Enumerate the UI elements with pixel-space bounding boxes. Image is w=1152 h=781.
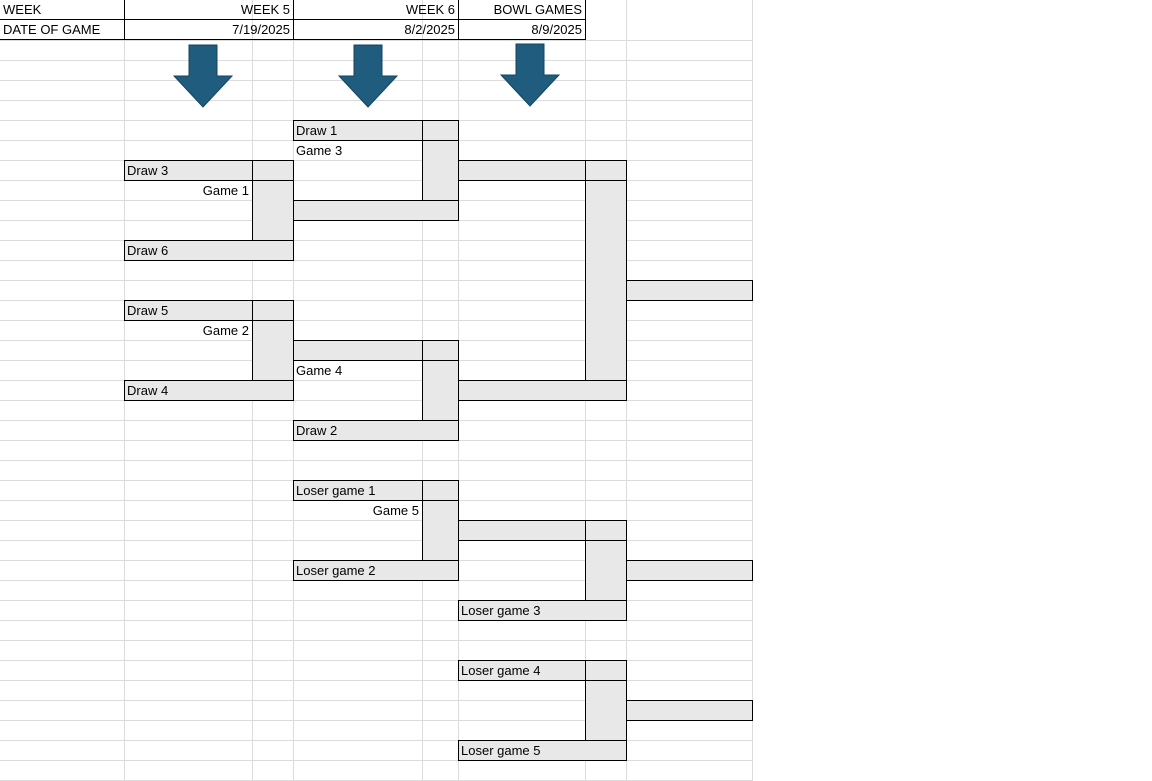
loser-game-2-label: Loser game 2 <box>296 563 376 578</box>
row-gridline <box>0 640 752 641</box>
row-gridline <box>0 380 752 381</box>
column-gridline <box>752 0 753 781</box>
bowl-games-date[interactable]: 8/9/2025 <box>458 20 586 40</box>
loser-game-5-label: Loser game 5 <box>461 743 541 758</box>
slot-loser-game-3[interactable] <box>458 600 627 621</box>
championship-connector <box>585 180 627 381</box>
down-arrow-icon <box>173 44 233 108</box>
row-gridline <box>0 100 752 101</box>
bowl-games-header[interactable]: BOWL GAMES <box>458 0 586 20</box>
draw-6-label: Draw 6 <box>127 243 169 258</box>
row-gridline <box>0 400 752 401</box>
row-gridline <box>0 680 752 681</box>
week-5-date[interactable]: 7/19/2025 <box>124 20 294 40</box>
loser-game-1-label: Loser game 1 <box>296 483 376 498</box>
draw-5-label: Draw 5 <box>127 303 169 318</box>
slot-loser-game-2[interactable] <box>293 560 459 581</box>
date-label-cell[interactable]: DATE OF GAME <box>0 20 125 40</box>
draw-2-label: Draw 2 <box>296 423 338 438</box>
row-gridline <box>0 240 752 241</box>
slot-draw-6[interactable] <box>124 240 294 261</box>
slot-game-4-winner[interactable] <box>458 380 627 401</box>
row-gridline <box>0 280 752 281</box>
row-gridline <box>0 520 752 521</box>
week-label-cell[interactable]: WEEK <box>0 0 125 20</box>
draw-1-label: Draw 1 <box>296 123 338 138</box>
game-5-label: Game 5 <box>372 503 419 518</box>
loser-game-4-label: Loser game 4 <box>461 663 541 678</box>
week-6-header[interactable]: WEEK 6 <box>293 0 459 20</box>
row-gridline <box>0 760 752 761</box>
slot-loser-bowl-winner[interactable] <box>626 700 753 721</box>
row-gridline <box>0 620 752 621</box>
game-1-connector <box>252 180 294 241</box>
slot-consolation-winner[interactable] <box>626 560 753 581</box>
row-gridline <box>0 260 752 261</box>
game-5-connector <box>422 500 459 561</box>
slot-champion[interactable] <box>626 280 753 301</box>
draw-3-label: Draw 3 <box>127 163 169 178</box>
loser-bowl-connector <box>585 680 627 741</box>
row-gridline <box>0 460 752 461</box>
game-4-label: Game 4 <box>296 363 343 378</box>
game-3-connector <box>422 140 459 201</box>
row-gridline <box>0 660 752 661</box>
week-5-header[interactable]: WEEK 5 <box>124 0 294 20</box>
slot-draw-2[interactable] <box>293 420 459 441</box>
game-2-connector <box>252 320 294 381</box>
game-1-label: Game 1 <box>202 183 249 198</box>
row-gridline <box>0 700 752 701</box>
down-arrow-icon <box>500 43 560 107</box>
slot-game-1-winner[interactable] <box>293 200 459 221</box>
down-arrow-icon <box>338 44 398 108</box>
game-3-label: Game 3 <box>296 143 343 158</box>
week-6-date[interactable]: 8/2/2025 <box>293 20 459 40</box>
row-gridline <box>0 540 752 541</box>
row-gridline <box>0 320 752 321</box>
row-gridline <box>0 720 752 721</box>
game-4-connector <box>422 360 459 421</box>
game-2-label: Game 2 <box>202 323 249 338</box>
loser-game-3-label: Loser game 3 <box>461 603 541 618</box>
row-gridline <box>0 740 752 741</box>
row-gridline <box>0 300 752 301</box>
draw-4-label: Draw 4 <box>127 383 169 398</box>
slot-loser-game-5[interactable] <box>458 740 627 761</box>
row-gridline <box>0 40 752 41</box>
row-gridline <box>0 600 752 601</box>
consolation-connector <box>585 540 627 601</box>
row-gridline <box>0 180 752 181</box>
slot-draw-4[interactable] <box>124 380 294 401</box>
row-gridline <box>0 160 752 161</box>
